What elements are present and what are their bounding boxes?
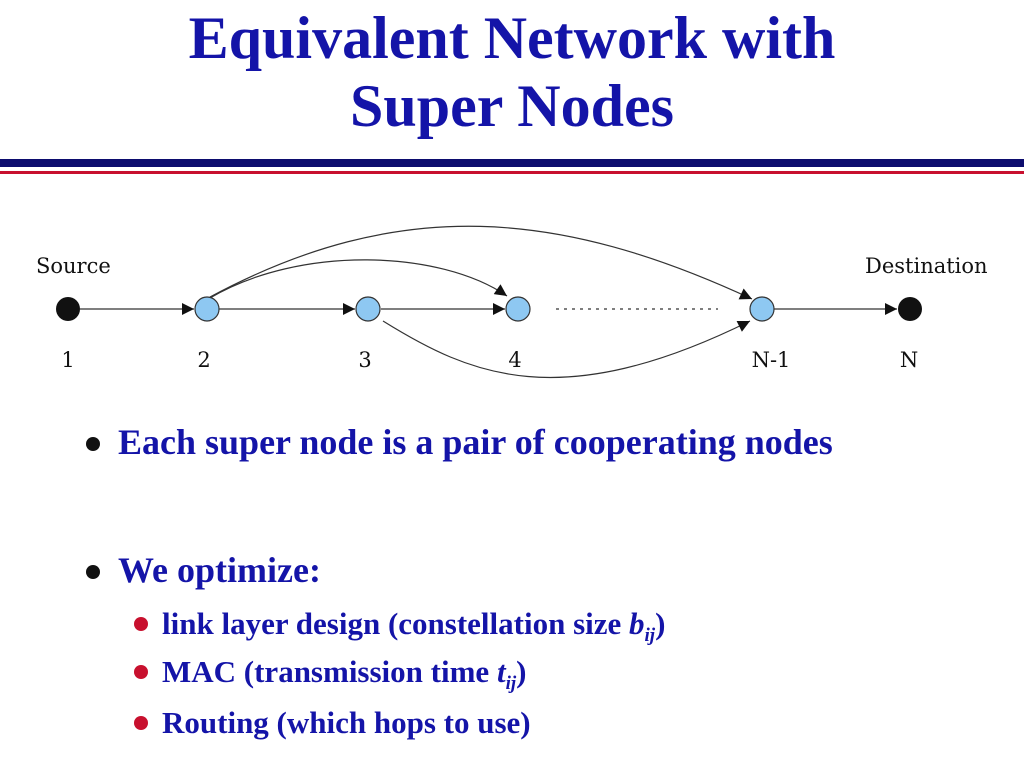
- bullet-item-optimize: We optimize:: [118, 550, 321, 590]
- sub-bullet-text: link layer design (constellation size: [162, 606, 630, 641]
- node-2: [194, 296, 220, 322]
- edge-3-n1: [382, 320, 751, 379]
- edge-2-4: [209, 259, 508, 299]
- slide-title: Equivalent Network with Super Nodes: [0, 4, 1024, 140]
- node-n-destination: [898, 297, 922, 321]
- variable-b: b: [629, 606, 645, 641]
- sub-bullet-link-layer: link layer design (constellation size bi…: [162, 604, 665, 656]
- destination-label: Destination: [865, 254, 988, 278]
- title-line-2: Super Nodes: [350, 73, 674, 139]
- sub-bullet-dot: [134, 665, 148, 679]
- node-1-source: [56, 297, 80, 321]
- sub-bullet-dot: [134, 617, 148, 631]
- node-4: [505, 296, 531, 322]
- node-label-n-minus-1: N-1: [752, 348, 791, 372]
- title-divider-blue: [0, 159, 1024, 167]
- variable-t: t: [496, 654, 506, 689]
- edge-2-n1: [209, 225, 753, 300]
- network-diagram: Source Destination 1 2 3 4 N-1 N: [36, 225, 988, 379]
- node-label-2: 2: [197, 348, 210, 372]
- sub-bullet-mac: MAC (transmission time tij): [162, 652, 526, 704]
- source-label: Source: [36, 254, 111, 278]
- subscript-ij: ij: [505, 673, 517, 695]
- node-n-minus-1: [749, 296, 775, 322]
- subscript-ij: ij: [644, 625, 656, 647]
- node-label-n: N: [900, 348, 918, 372]
- sub-bullet-dot: [134, 716, 148, 730]
- closing-paren: ): [516, 654, 527, 689]
- node-3: [355, 296, 381, 322]
- closing-paren: ): [655, 606, 666, 641]
- bullet-dot: [86, 565, 100, 579]
- title-line-1: Equivalent Network with: [188, 5, 836, 71]
- title-divider-red: [0, 171, 1024, 174]
- bullet-item-super-node: Each super node is a pair of cooperating…: [118, 422, 833, 462]
- node-label-1: 1: [61, 348, 74, 372]
- sub-bullet-routing: Routing (which hops to use): [162, 705, 531, 740]
- node-label-4: 4: [508, 348, 521, 372]
- bullet-dot: [86, 437, 100, 451]
- node-label-3: 3: [358, 348, 371, 372]
- sub-bullet-text: MAC (transmission time: [162, 654, 497, 689]
